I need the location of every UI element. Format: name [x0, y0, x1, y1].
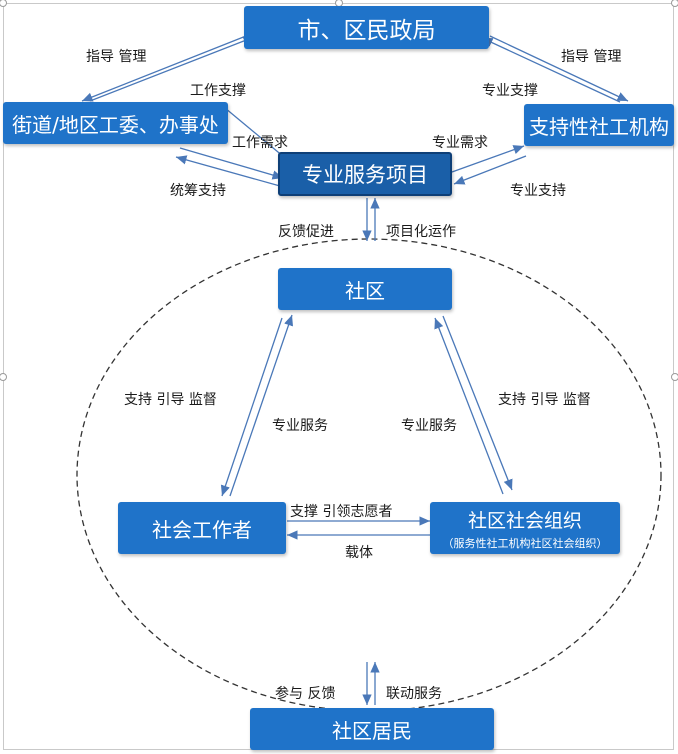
label-support-guide-supervise-right: 支持 引导 监督 [498, 392, 591, 408]
social-worker-box: 社会工作者 [118, 502, 286, 554]
resize-handle-left[interactable] [0, 373, 7, 381]
label-professional-service-left: 专业服务 [272, 418, 328, 434]
support-social-work-org-box: 支持性社工机构 [524, 104, 674, 146]
professional-service-project-box: 专业服务项目 [278, 152, 452, 196]
arrow-street-to-city [89, 36, 255, 102]
arrow-project-to-support-org [451, 145, 525, 173]
community-residents-label: 社区居民 [332, 718, 412, 743]
label-professional-support-top: 专业支撑 [482, 83, 538, 99]
arrow-city-to-support-org [489, 35, 629, 102]
arrow-city-to-street [81, 35, 247, 102]
arrow-support-org-to-city [481, 37, 621, 103]
arrow-social-worker-to-community [229, 314, 294, 497]
community-social-org-label: 社区社会组织 [467, 509, 582, 532]
label-coordinate-support: 统筹支持 [170, 183, 226, 199]
city-district-civil-affairs-box: 市、区民政局 [244, 6, 489, 49]
arrow-support-org-to-project [453, 155, 527, 185]
arrow-community-org-to-community [434, 317, 504, 495]
label-support-volunteers: 支撑 引领志愿者 [290, 504, 393, 520]
label-support-guide-supervise-left: 支持 引导 监督 [124, 392, 217, 408]
label-professional-demand: 专业需求 [432, 135, 488, 151]
arrow-project-to-street [175, 155, 281, 187]
community-social-org-note: （服务性社工机构社区社会组织） [442, 536, 608, 550]
label-project-operation: 项目化运作 [386, 224, 456, 240]
community-residents-box: 社区居民 [250, 708, 494, 750]
street-committee-label: 街道/地区工委、办事处 [12, 112, 219, 137]
resize-handle-top-left[interactable] [0, 0, 7, 7]
label-carrier: 载体 [345, 545, 373, 561]
resize-handle-right[interactable] [671, 373, 678, 381]
label-work-demand: 工作需求 [232, 135, 288, 151]
label-guide-manage-right: 指导 管理 [561, 49, 622, 65]
community-social-org-box: 社区社会组织 （服务性社工机构社区社会组织） [430, 502, 620, 554]
arrow-street-to-project [179, 147, 284, 180]
support-social-work-org-label: 支持性社工机构 [529, 114, 669, 139]
community-label: 社区 [345, 278, 385, 303]
label-guide-manage-left: 指导 管理 [86, 49, 147, 65]
arrow-community-to-community-org [442, 315, 513, 491]
label-work-support: 工作支撑 [190, 83, 246, 99]
community-box: 社区 [278, 268, 452, 310]
arrow-community-to-social-worker [220, 317, 283, 497]
resize-handle-top-right[interactable] [671, 0, 678, 7]
label-participate-feedback: 参与 反馈 [275, 686, 336, 702]
street-committee-box: 街道/地区工委、办事处 [3, 102, 228, 144]
social-worker-label: 社会工作者 [152, 517, 252, 542]
label-professional-service-right: 专业服务 [401, 418, 457, 434]
city-district-civil-affairs-label: 市、区民政局 [297, 17, 436, 44]
label-feedback-promote: 反馈促进 [278, 224, 334, 240]
professional-service-project-label: 专业服务项目 [302, 163, 428, 187]
label-linked-service: 联动服务 [386, 686, 442, 702]
label-professional-support-bottom: 专业支持 [510, 183, 566, 199]
